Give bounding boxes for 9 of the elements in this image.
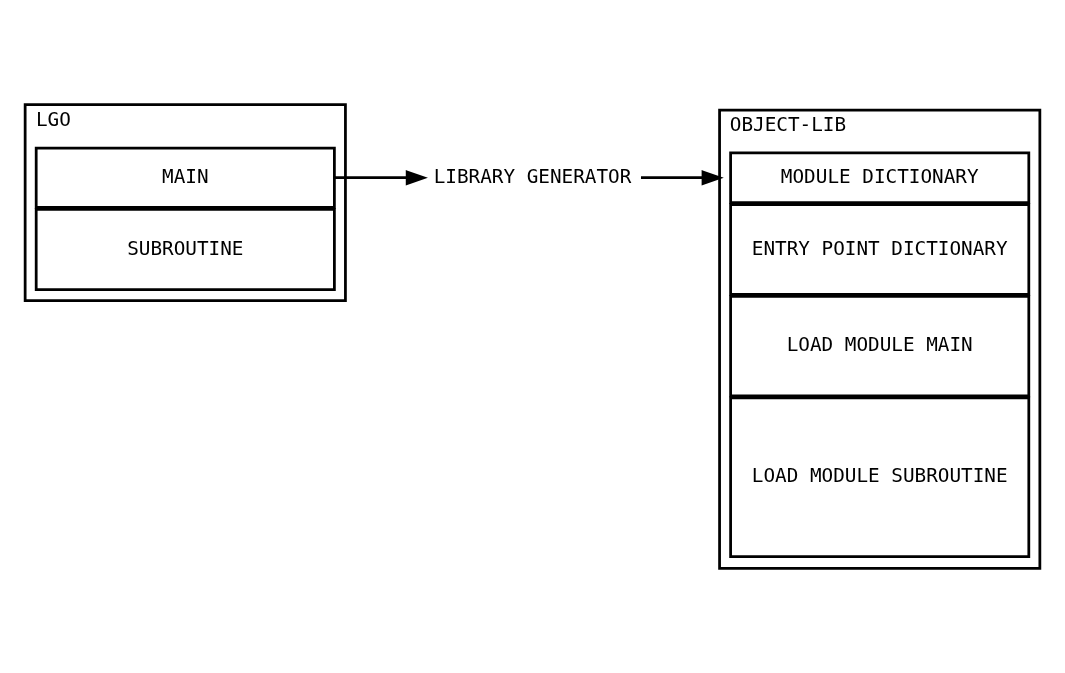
node-box: ENTRY POINT DICTIONARY xyxy=(729,203,1031,296)
node-box: MODULE DICTIONARY xyxy=(729,151,1031,204)
arrow xyxy=(334,170,428,186)
node-box: LOAD MODULE MAIN xyxy=(729,295,1031,398)
arrow xyxy=(641,170,724,186)
node-text: LIBRARY GENERATOR xyxy=(433,164,632,188)
node-box: MAIN xyxy=(34,146,336,209)
node-box: LOAD MODULE SUBROUTINE xyxy=(729,396,1031,559)
node-box: SUBROUTINE xyxy=(34,208,336,291)
